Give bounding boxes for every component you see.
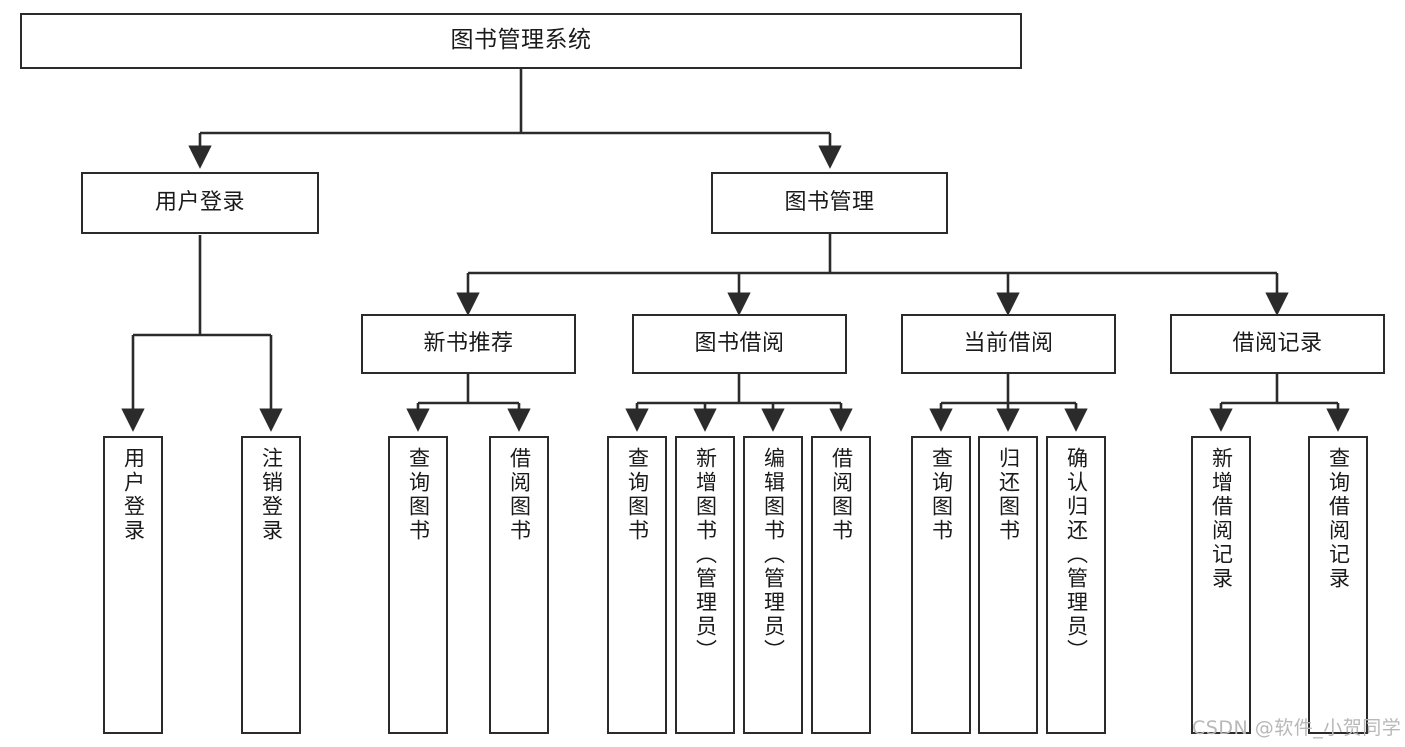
- node-label: 用户登录: [154, 189, 245, 215]
- node-label: 当前借阅: [963, 330, 1054, 356]
- leaf-book-borrow-add[interactable]: 新增图书（管理员）: [675, 436, 735, 734]
- leaf-borrow-record-query[interactable]: 查询借阅记录: [1308, 436, 1368, 734]
- leaf-current-borrow-query[interactable]: 查询图书: [911, 436, 971, 734]
- node-label: 查询图书: [406, 447, 431, 543]
- leaf-book-borrow-edit[interactable]: 编辑图书（管理员）: [743, 436, 803, 734]
- node-label: 图书管理系统: [450, 27, 592, 54]
- leaf-user-login-logout[interactable]: 注销登录: [241, 436, 301, 734]
- node-label: 借阅图书: [507, 447, 532, 543]
- node-label: 查询图书: [625, 447, 650, 543]
- node-label: 编辑图书（管理员）: [761, 447, 786, 663]
- node-label: 新书推荐: [423, 330, 514, 356]
- node-new-book-recommend[interactable]: 新书推荐: [361, 314, 576, 374]
- leaf-borrow-record-add[interactable]: 新增借阅记录: [1191, 436, 1251, 734]
- node-label: 查询借阅记录: [1326, 447, 1351, 591]
- csdn-watermark: CSDN @软件_小贺同学: [1192, 717, 1402, 739]
- node-user-login[interactable]: 用户登录: [81, 172, 319, 234]
- node-label: 图书借阅: [694, 330, 785, 356]
- leaf-new-book-query[interactable]: 查询图书: [388, 436, 448, 734]
- leaf-current-borrow-return[interactable]: 归还图书: [978, 436, 1038, 734]
- node-label: 注销登录: [259, 447, 284, 543]
- node-book-borrow[interactable]: 图书借阅: [632, 314, 847, 374]
- leaf-new-book-borrow[interactable]: 借阅图书: [489, 436, 549, 734]
- node-label: 图书管理: [784, 189, 875, 215]
- node-label: 新增借阅记录: [1209, 447, 1234, 591]
- node-label: 新增图书（管理员）: [693, 447, 718, 663]
- node-label: 查询图书: [929, 447, 954, 543]
- node-root-system[interactable]: 图书管理系统: [20, 13, 1022, 69]
- node-label: 确认归还（管理员）: [1064, 447, 1089, 663]
- node-book-management[interactable]: 图书管理: [711, 172, 948, 234]
- node-label: 借阅图书: [829, 447, 854, 543]
- leaf-current-borrow-confirm-return[interactable]: 确认归还（管理员）: [1046, 436, 1106, 734]
- leaf-book-borrow-query[interactable]: 查询图书: [607, 436, 667, 734]
- node-label: 用户登录: [121, 447, 146, 543]
- leaf-user-login-login[interactable]: 用户登录: [103, 436, 163, 734]
- node-current-borrow[interactable]: 当前借阅: [901, 314, 1116, 374]
- node-label: 借阅记录: [1232, 330, 1323, 356]
- leaf-book-borrow-borrow[interactable]: 借阅图书: [811, 436, 871, 734]
- node-label: 归还图书: [996, 447, 1021, 543]
- node-borrow-record[interactable]: 借阅记录: [1170, 314, 1385, 374]
